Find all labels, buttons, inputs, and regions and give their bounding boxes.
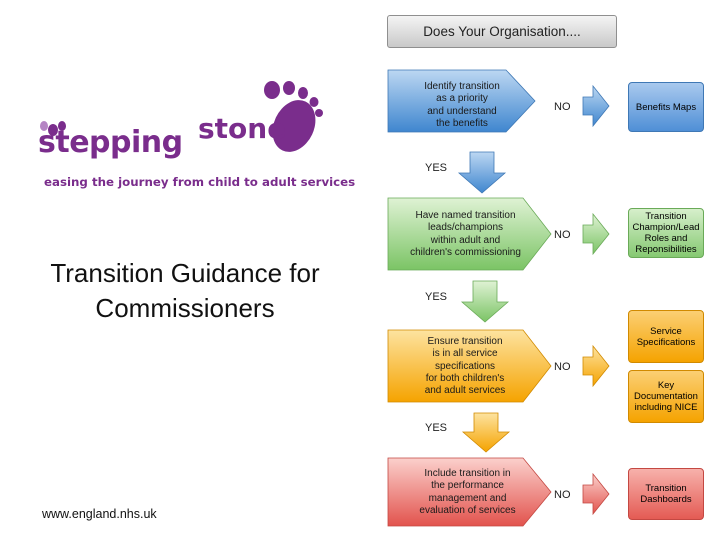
outcome-benefits-maps: Benefits Maps <box>628 82 704 132</box>
no-label-2: NO <box>554 229 571 241</box>
step-3-shape <box>387 329 552 403</box>
yes-label-1: YES <box>425 162 448 174</box>
yes-arrow-2 <box>460 280 510 323</box>
no-label-1: NO <box>554 101 571 113</box>
page-title: Transition Guidance for Commissioners <box>10 256 360 326</box>
step-4-shape <box>387 457 552 527</box>
title-line-1: Transition Guidance for <box>50 258 320 288</box>
no-arrow-2 <box>582 212 610 256</box>
logo-tagline: easing the journey from child to adult s… <box>44 175 356 189</box>
yes-arrow-3 <box>461 412 511 453</box>
step-2-shape <box>387 197 552 271</box>
flow-question-box: Does Your Organisation.... <box>387 15 617 48</box>
no-arrow-4 <box>582 472 610 516</box>
no-arrow-1 <box>582 84 610 128</box>
no-arrow-3 <box>582 344 610 388</box>
step-1-shape <box>387 69 536 133</box>
footprint-icon <box>40 81 323 152</box>
logo-wordmark-stepping: stepping <box>38 125 183 160</box>
logo-wordmark-stone: stone <box>198 112 287 145</box>
no-label-3: NO <box>554 361 571 373</box>
yes-label-3: YES <box>425 422 448 434</box>
no-label-4: NO <box>554 489 571 501</box>
title-line-2: Commissioners <box>95 293 275 323</box>
yes-arrow-1 <box>457 151 507 194</box>
website-url: www.england.nhs.uk <box>42 507 157 521</box>
yes-label-2: YES <box>425 291 448 303</box>
